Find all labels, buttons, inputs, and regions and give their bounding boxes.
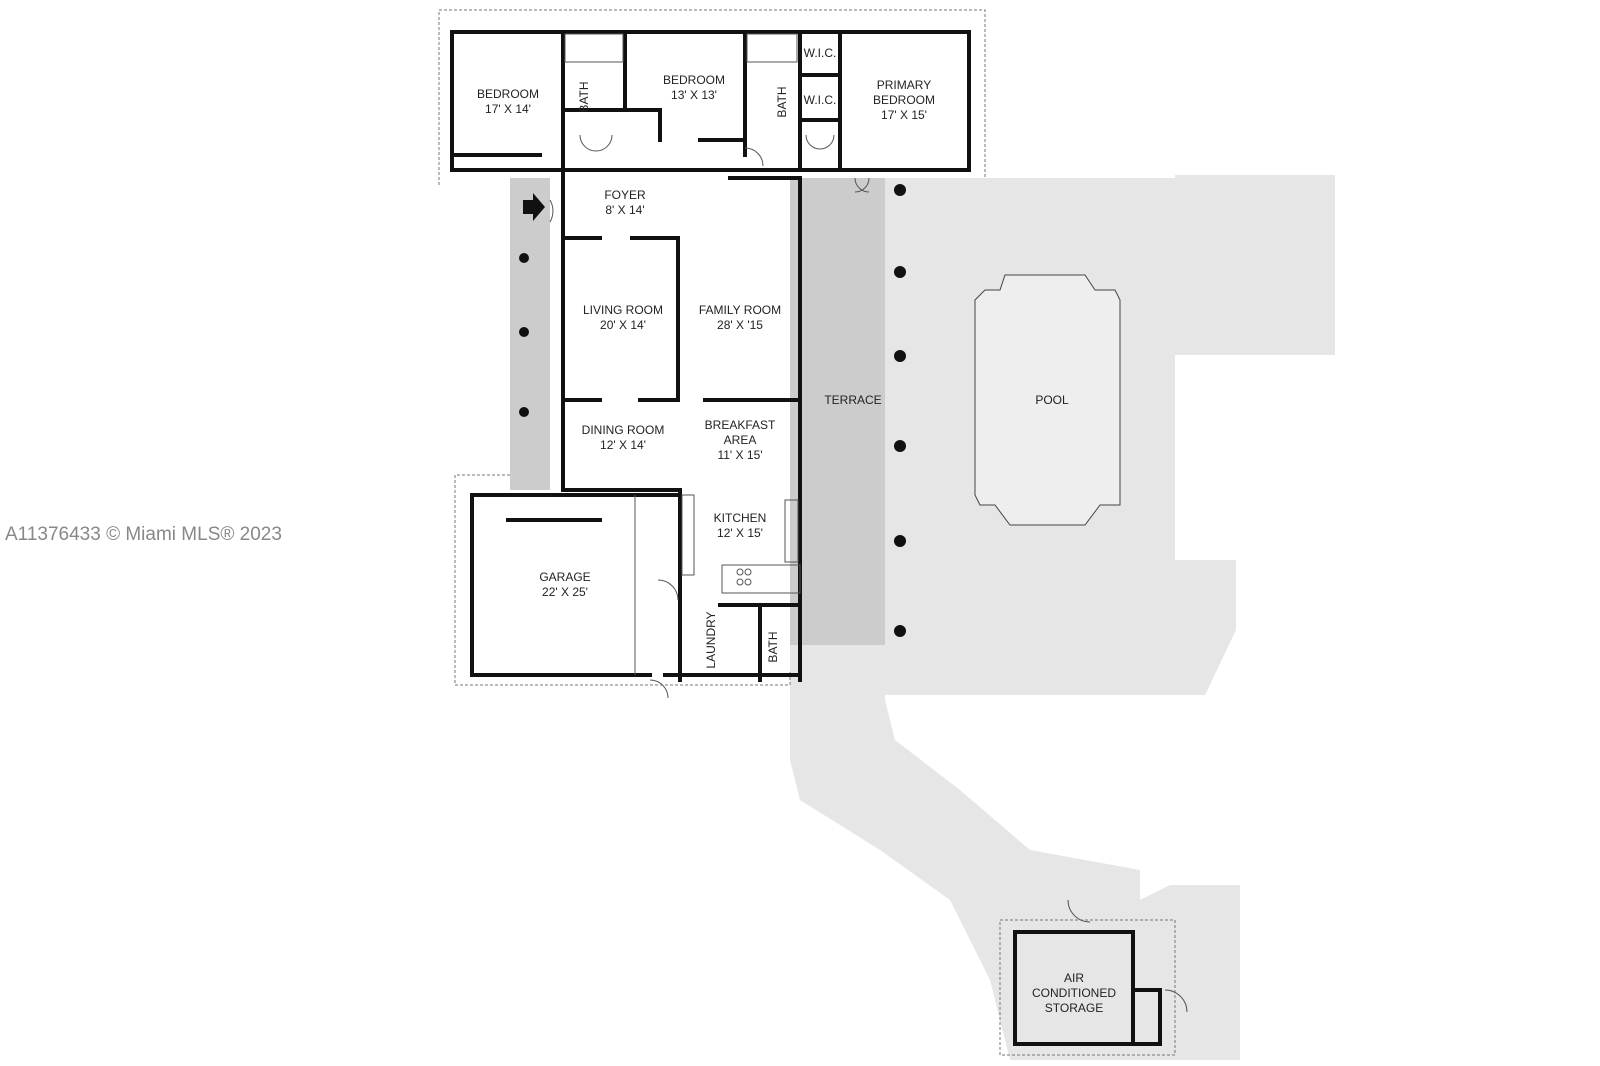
foyer-size: 8' X 14'	[605, 203, 644, 217]
terrace-label: TERRACE	[824, 393, 881, 407]
door-swing-icon	[854, 177, 870, 193]
bath-west-label: BATH	[577, 81, 591, 112]
door-swings	[549, 134, 1188, 1013]
column-post-icon	[894, 535, 906, 547]
door-swing-icon	[657, 579, 679, 601]
bedroom-center-name: BEDROOM	[663, 73, 725, 87]
laundry-label: LAUNDRY	[704, 611, 718, 668]
primary-bedroom-name-2: BEDROOM	[873, 93, 935, 107]
bedroom-center-size: 13' X 13'	[671, 88, 717, 102]
family-room-name: FAMILY ROOM	[699, 303, 781, 317]
door-swing-icon	[1067, 899, 1091, 923]
breakfast-area-name-2: AREA	[724, 433, 757, 447]
storage-name-2: CONDITIONED	[1032, 986, 1116, 1000]
column-post-icon	[894, 625, 906, 637]
dining-room-name: DINING ROOM	[582, 423, 665, 437]
garage-name: GARAGE	[539, 570, 590, 584]
door-swing-icon	[854, 177, 870, 193]
pool-label: POOL	[1035, 393, 1069, 407]
bedroom-west-size: 17' X 14'	[485, 102, 531, 116]
terrace-area	[790, 178, 885, 645]
door-swing-icon	[649, 679, 669, 699]
wic-1-label: W.I.C.	[804, 46, 837, 60]
kitchen-counters	[681, 494, 801, 594]
bedroom-west-name: BEDROOM	[477, 87, 539, 101]
bath-east-label: BATH	[775, 86, 789, 117]
bedroom-wing-walls	[450, 30, 971, 172]
covered-walkway	[510, 178, 550, 490]
door-swing-icon	[579, 134, 597, 152]
column-post-icon	[894, 440, 906, 452]
column-post-icon	[894, 266, 906, 278]
column-post-icon	[894, 184, 906, 196]
breakfast-area-name-1: BREAKFAST	[705, 418, 776, 432]
garage-size: 22' X 25'	[542, 585, 588, 599]
breakfast-area-size: 11' X 15'	[717, 448, 762, 462]
storage-name-1: AIR	[1064, 971, 1084, 985]
wic-2-label: W.I.C.	[804, 93, 837, 107]
kitchen-name: KITCHEN	[714, 511, 767, 525]
foyer-name: FOYER	[604, 188, 646, 202]
door-swing-icon	[595, 134, 613, 152]
primary-bedroom-size: 17' X 15'	[881, 108, 927, 122]
storage-name-3: STORAGE	[1045, 1001, 1103, 1015]
column-post-icon	[894, 350, 906, 362]
column-post-icon	[519, 327, 529, 337]
door-swing-icon	[805, 134, 821, 150]
dining-room-size: 12' X 14'	[600, 438, 646, 452]
room-labels: BEDROOM 17' X 14' BATH BEDROOM 13' X 13'…	[477, 46, 1116, 1015]
column-post-icon	[519, 407, 529, 417]
property-outline	[438, 9, 1176, 1056]
pool	[974, 274, 1121, 526]
living-room-size: 20' X 14'	[600, 318, 646, 332]
bath-kitchen-label: BATH	[766, 631, 780, 662]
columns	[519, 184, 906, 637]
door-swing-icon	[549, 199, 554, 223]
kitchen-size: 12' X 15'	[717, 526, 763, 540]
storage-building	[1013, 930, 1162, 1046]
door-swing-icon	[819, 134, 835, 150]
family-room-size: 28' X '15	[717, 318, 763, 332]
garage-walls	[470, 493, 802, 677]
main-house-walls	[561, 168, 802, 682]
door-swing-icon	[1164, 989, 1188, 1013]
mls-watermark: A11376433 © Miami MLS® 2023	[5, 524, 282, 545]
entry-arrow-icon	[523, 193, 545, 221]
door-swing-icon	[744, 147, 764, 167]
primary-bedroom-name-1: PRIMARY	[877, 78, 931, 92]
living-room-name: LIVING ROOM	[583, 303, 663, 317]
column-post-icon	[519, 253, 529, 263]
